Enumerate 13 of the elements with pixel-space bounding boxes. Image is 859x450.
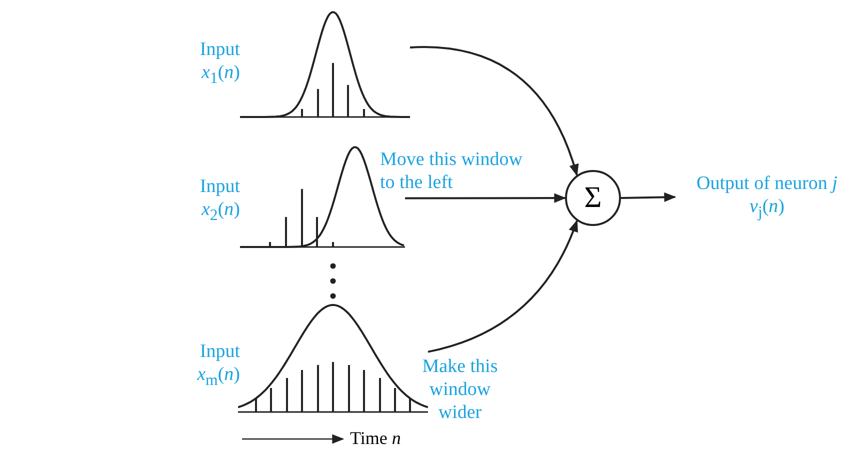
arrow (428, 220, 578, 353)
output-label: Output of neuron j (696, 172, 838, 195)
arrow (620, 192, 676, 202)
summation-node: Σ (565, 170, 621, 226)
annotation: Make this window wider (421, 355, 499, 424)
axis-label: Time n (350, 428, 401, 449)
output-label: v$_{j}$(n) (748, 195, 786, 223)
arrow (410, 46, 578, 176)
annotation: Move this window to the left (380, 148, 524, 194)
input-label: Input x$_{2}$(n) (198, 175, 240, 226)
input-label: Input x$_{m}$(n) (196, 340, 240, 391)
input-label: Input x$_{1}$(n) (198, 38, 240, 89)
arrow (405, 193, 566, 203)
